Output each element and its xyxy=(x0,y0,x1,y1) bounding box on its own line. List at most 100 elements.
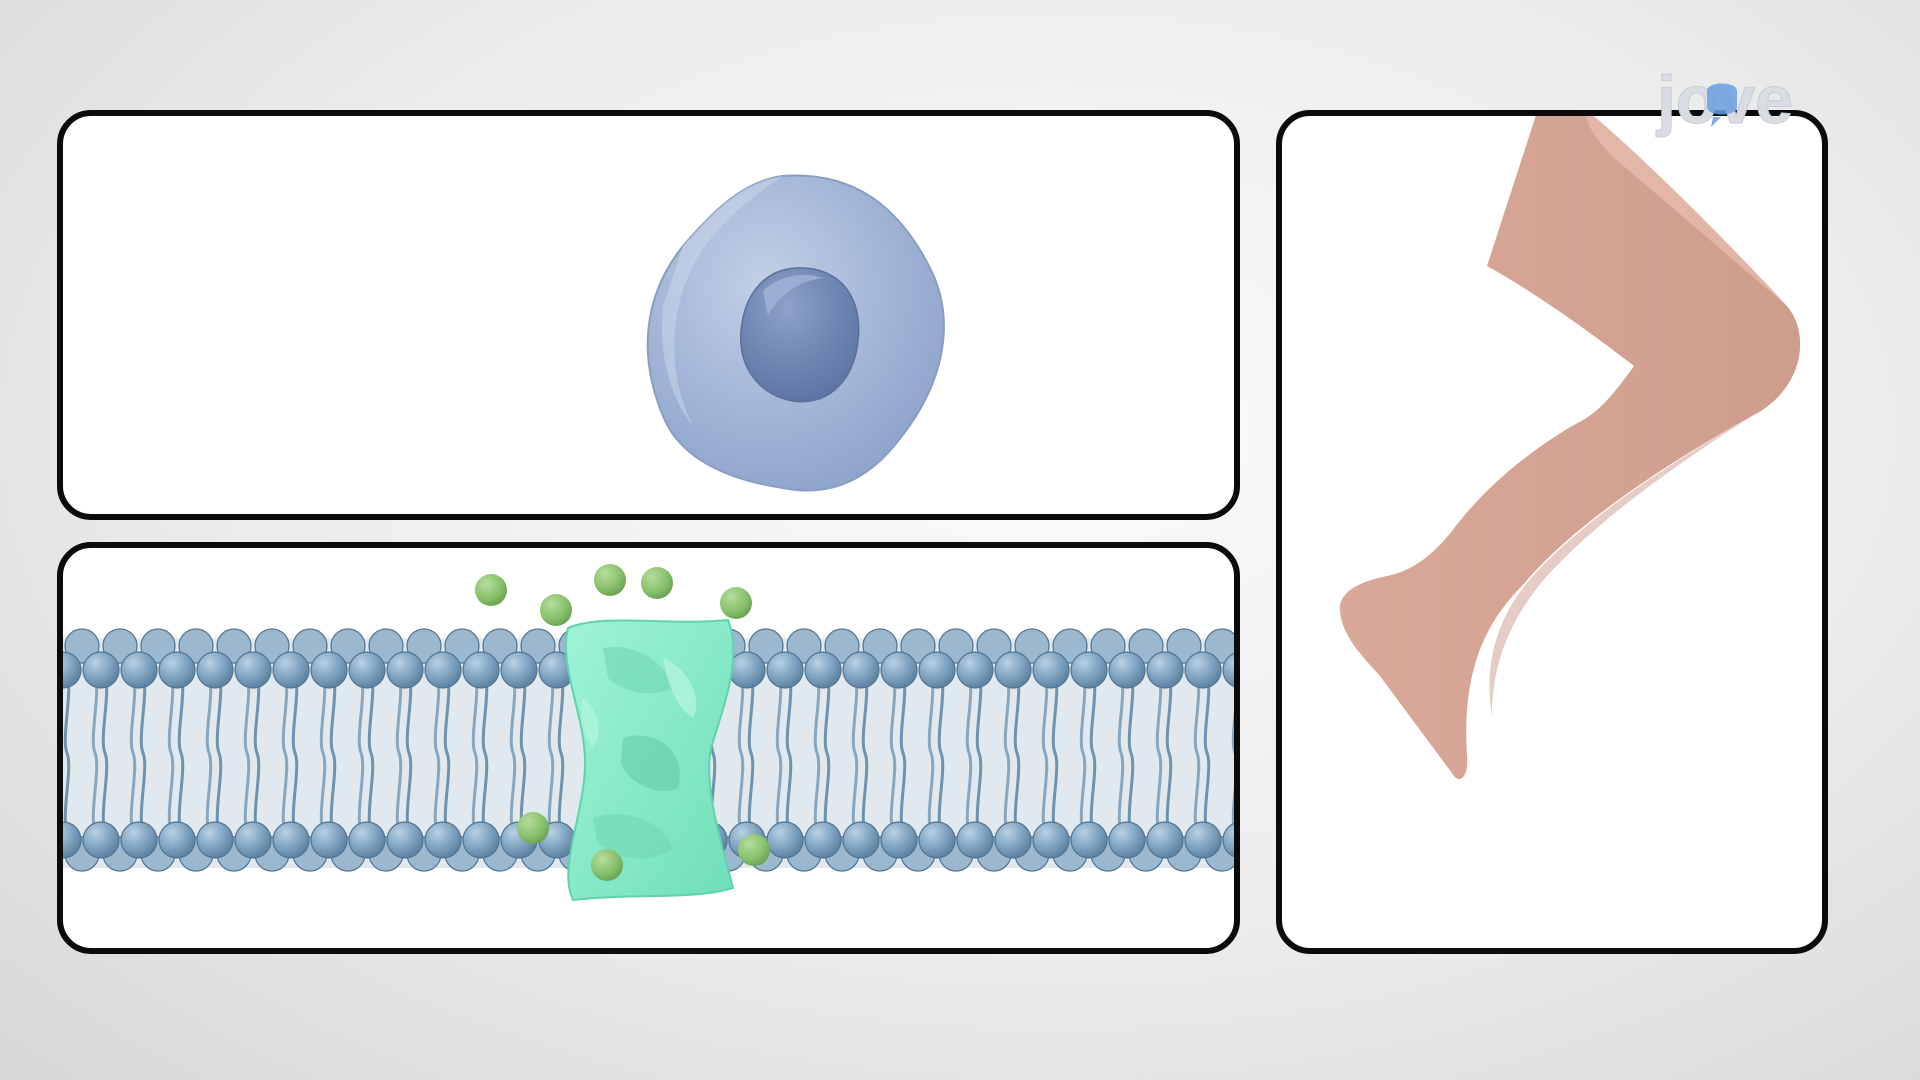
membrane-panel xyxy=(57,542,1240,954)
leg-panel xyxy=(1276,110,1828,954)
molecule-3 xyxy=(594,564,626,596)
lipid-head-top xyxy=(1032,651,1070,689)
lipid-tail xyxy=(1051,671,1059,835)
lipid-head-top xyxy=(196,651,234,689)
lipid-head-top xyxy=(158,651,196,689)
lipid-head-bottom xyxy=(1222,822,1234,858)
lipid-tail xyxy=(927,671,935,835)
lipid-tail xyxy=(965,671,973,835)
lipid-head-bottom xyxy=(348,821,386,859)
lipid-tail xyxy=(775,671,783,835)
lipid-head-bottom xyxy=(804,821,842,859)
lipid-tail xyxy=(519,671,527,835)
lipid-tail xyxy=(63,671,71,835)
logo-chat-bubble-icon xyxy=(1707,83,1737,127)
lipid-head-back xyxy=(1090,628,1126,664)
lipid-tail xyxy=(899,671,907,835)
lipid-tail xyxy=(101,671,109,835)
lipid-head-back xyxy=(64,628,100,664)
lipid-head-back xyxy=(444,628,480,664)
lipid-tail xyxy=(937,671,945,835)
lipid-tail xyxy=(1165,671,1173,835)
lipid-head-bottom xyxy=(462,821,500,859)
lipid-tail xyxy=(281,671,289,835)
lipid-head-back xyxy=(824,628,860,664)
lipid-head-top xyxy=(766,651,804,689)
lipid-tail xyxy=(861,671,869,835)
lipid-tail xyxy=(1079,671,1087,835)
lipid-tail xyxy=(215,671,223,835)
lipid-tail xyxy=(443,671,451,835)
lipid-head-top xyxy=(1184,651,1222,689)
molecule-5 xyxy=(720,587,752,619)
lipid-tail xyxy=(1117,671,1125,835)
lipid-head-bottom xyxy=(63,821,82,859)
lipid-tail xyxy=(1003,671,1011,835)
leg-shape xyxy=(1339,116,1801,780)
molecule-1 xyxy=(475,574,507,606)
lipid-head-top xyxy=(500,651,538,689)
lipid-head-back xyxy=(178,628,214,664)
lipid-tail xyxy=(291,671,299,835)
lipid-head-top xyxy=(956,651,994,689)
lipid-head-bottom xyxy=(1108,821,1146,859)
lipid-tail xyxy=(1231,671,1234,835)
lipid-tail xyxy=(481,671,489,835)
lipid-head-bottom xyxy=(234,821,272,859)
lipid-tail xyxy=(747,671,755,835)
jove-logo: jove xyxy=(1655,55,1835,145)
logo-text: jove xyxy=(1655,62,1793,138)
lipid-head-back xyxy=(938,628,974,664)
lipid-tail xyxy=(509,671,517,835)
lipid-head-bottom xyxy=(272,821,310,859)
lipid-head-back xyxy=(406,628,442,664)
lipid-head-top xyxy=(1108,651,1146,689)
lipid-tail xyxy=(253,671,261,835)
lipid-tail xyxy=(557,671,565,835)
jove-logo-mark: jove xyxy=(1655,62,1794,139)
molecule-2 xyxy=(540,594,572,626)
lipid-tail xyxy=(813,671,821,835)
molecule-4 xyxy=(641,567,673,599)
lipid-head-bottom xyxy=(1184,821,1222,859)
lipid-head-back xyxy=(1052,628,1088,664)
lipid-head-top xyxy=(120,651,158,689)
lipid-tail xyxy=(1193,671,1201,835)
lipid-head-bottom xyxy=(82,821,120,859)
lipid-head-bottom xyxy=(918,821,956,859)
leg-illustration xyxy=(1339,116,1801,780)
lipid-tail xyxy=(367,671,375,835)
lipid-head-back xyxy=(900,628,936,664)
lipid-tail xyxy=(319,671,327,835)
lipid-tail xyxy=(823,671,831,835)
molecule-7 xyxy=(591,849,623,881)
lipid-tail xyxy=(547,671,555,835)
lipid-head-top xyxy=(804,651,842,689)
lipid-head-top xyxy=(348,651,386,689)
lipid-head-back xyxy=(368,628,404,664)
lipid-head-bottom xyxy=(1032,821,1070,859)
lipid-head-back xyxy=(1128,628,1164,664)
lipid-head-bottom xyxy=(1070,821,1108,859)
lipid-head-back xyxy=(330,628,366,664)
lipid-head-top xyxy=(994,651,1032,689)
lipid-head-back xyxy=(292,628,328,664)
lipid-tail xyxy=(329,671,337,835)
lipid-tail xyxy=(737,671,745,835)
lipid-head-top xyxy=(424,651,462,689)
cell-nucleus xyxy=(740,267,860,403)
lipid-head-top xyxy=(1222,652,1234,688)
membrane-illustration xyxy=(63,564,1234,902)
lipid-head-bottom xyxy=(386,821,424,859)
lipid-head-top xyxy=(842,651,880,689)
lipid-head-back xyxy=(216,628,252,664)
lipid-head-back xyxy=(102,628,138,664)
lipid-tail xyxy=(129,671,137,835)
lipid-tail xyxy=(395,671,403,835)
lipid-tail xyxy=(405,671,413,835)
lipid-head-bottom xyxy=(158,821,196,859)
molecule-6 xyxy=(517,812,549,844)
molecules xyxy=(475,564,770,881)
lipid-tail xyxy=(1203,671,1211,835)
lipid-head-bottom xyxy=(1146,821,1184,859)
